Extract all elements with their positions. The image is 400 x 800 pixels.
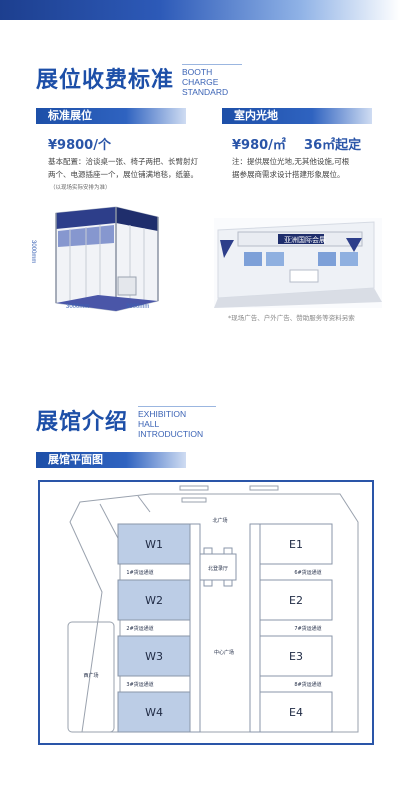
hall-section-title: 展馆介绍 — [36, 410, 129, 435]
dim-width-2: 3000mm — [126, 304, 150, 310]
label-north-square: 北广场 — [212, 517, 227, 524]
hall-w4: W4 — [145, 706, 163, 719]
hall-w1: W1 — [145, 538, 163, 551]
label-west-square: 西广场 — [83, 672, 98, 679]
hall-e1: E1 — [289, 538, 303, 551]
hall-e3: E3 — [289, 650, 303, 663]
booth-section-title-en: BOOTH CHARGE STANDARD — [182, 64, 242, 97]
label-center-square: 中心广场 — [214, 649, 234, 656]
label-channel-7: 7#货运通道 — [294, 625, 321, 632]
tab-floor-plan: 展馆平面图 — [36, 452, 186, 468]
hall-section-title-en: EXHIBITION HALL INTRODUCTION — [138, 406, 216, 439]
label-north-hall: 北登录厅 — [208, 565, 228, 572]
standard-note: （以现场实际安排为准） — [50, 185, 111, 191]
hall-e4: E4 — [289, 706, 303, 719]
tab-standard-booth: 标准展位 — [36, 108, 186, 124]
hall-e2: E2 — [289, 594, 303, 607]
hall-w3: W3 — [145, 650, 163, 663]
label-channel-2: 2#货运通道 — [126, 625, 153, 632]
indoor-price: ¥980/㎡ 36㎡起定 — [232, 138, 362, 153]
indoor-note: *现场广告、户外广告、赞助服务等资料另索 — [228, 314, 355, 322]
label-channel-3: 3#货运通道 — [126, 681, 153, 688]
standard-price: ¥9800/个 — [48, 138, 111, 153]
label-channel-8: 8#货运通道 — [294, 681, 321, 688]
standard-desc: 基本配置：洽谈桌一张、椅子两把、长臂射灯 两个、电源插座一个，展位铺满地毯，纸篓… — [48, 157, 198, 179]
dim-height: 3000mm — [30, 240, 36, 264]
indoor-desc: 注：提供展位光地,无其他设施,可根 据参展商需求设计搭建形象展位。 — [232, 157, 350, 179]
standard-booth-illustration — [48, 205, 168, 315]
indoor-space-illustration: 亚洲国际会展 — [214, 218, 382, 308]
dim-width-1: 3000mm — [66, 304, 90, 310]
booth-section-title: 展位收费标准 — [36, 68, 175, 93]
hall-w2: W2 — [145, 594, 163, 607]
label-channel-1: 1#货运通道 — [126, 569, 153, 576]
label-channel-6: 6#货运通道 — [294, 569, 321, 576]
svg-text:亚洲国际会展: 亚洲国际会展 — [284, 235, 326, 244]
floor-plan: W1 W2 W3 W4 E1 E2 E3 E4 北广场 北登录厅 中心广场 西广… — [38, 480, 374, 745]
tab-indoor-space: 室内光地 — [222, 108, 372, 124]
top-gradient-bar — [0, 0, 400, 20]
